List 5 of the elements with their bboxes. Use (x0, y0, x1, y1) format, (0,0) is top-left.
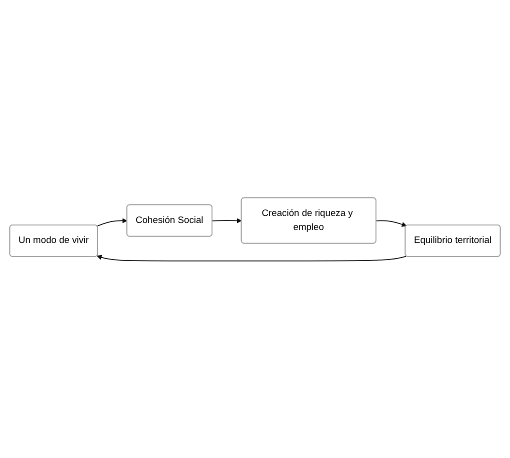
arrow (376, 220, 407, 227)
arrow (96, 218, 128, 226)
arrow (212, 218, 242, 223)
cycle-diagram: Un modo de vivir Cohesión Social Creación de riqueza y empleo Equilibrio territorial (5, 192, 505, 266)
arrow (96, 254, 407, 262)
